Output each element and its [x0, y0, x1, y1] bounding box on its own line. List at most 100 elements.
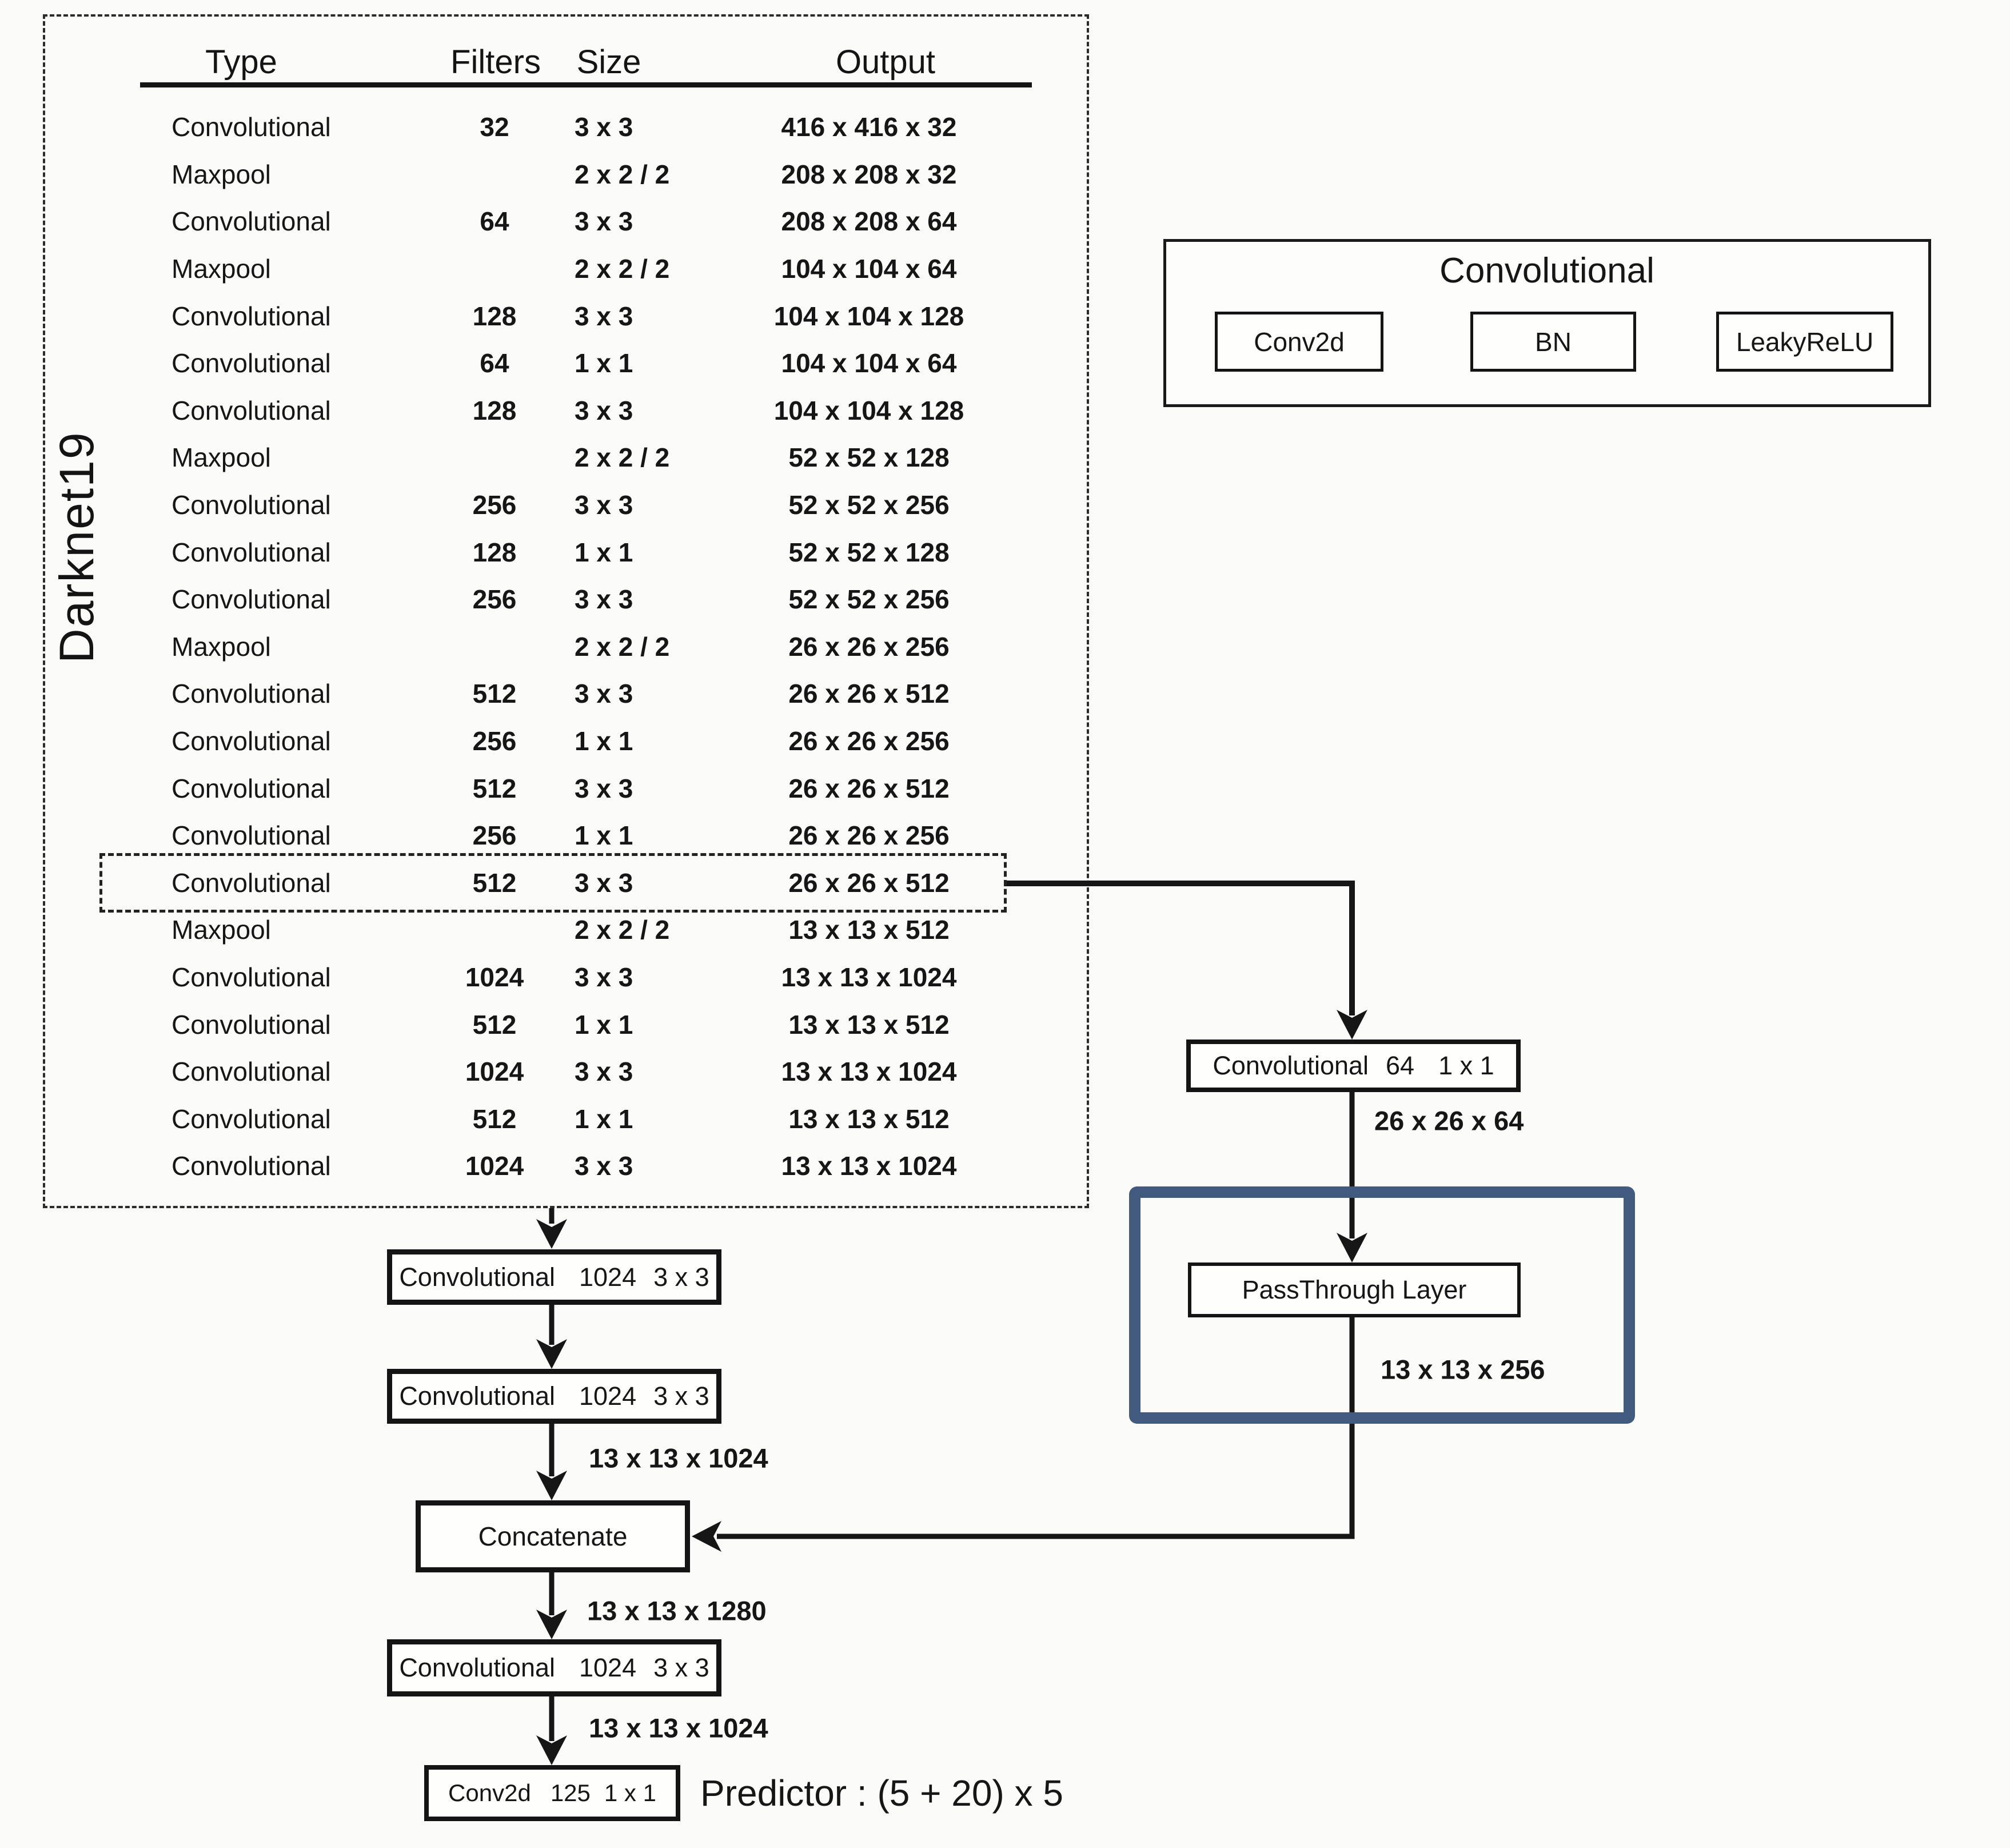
cell-size: 2 x 2 / 2 — [575, 159, 670, 189]
cell-output: 52 x 52 x 256 — [788, 490, 950, 520]
cell-filters: 512 — [472, 773, 517, 803]
cell-type: Convolutional — [172, 537, 331, 567]
table-row: Maxpool 2 x 2 / 2 13 x 13 x 512 — [106, 906, 1000, 954]
cell-output: 13 x 13 x 512 — [788, 1104, 950, 1134]
cell-type: Convolutional — [172, 348, 331, 379]
table-row: Convolutional 256 3 x 3 52 x 52 x 256 — [106, 576, 1000, 623]
table-row: Convolutional 1024 3 x 3 13 x 13 x 1024 — [106, 1142, 1000, 1190]
cell-filters: 1024 — [465, 1151, 524, 1181]
legend-conv2d-box: Conv2d — [1215, 312, 1383, 372]
cell-type: Convolutional — [172, 206, 331, 237]
cell-size: 3 x 3 — [575, 206, 633, 237]
header-output: Output — [835, 43, 936, 81]
cell-output: 104 x 104 x 64 — [781, 254, 957, 284]
darknet-table-rows: Convolutional 32 3 x 3 416 x 416 x 32 Ma… — [99, 103, 1007, 1190]
conv2d-output-filters: 125 — [550, 1779, 591, 1806]
cell-size: 3 x 3 — [575, 112, 633, 142]
cell-type: Maxpool — [172, 443, 271, 473]
conv-head-box-2: Convolutional 1024 3 x 3 — [387, 1369, 721, 1424]
cell-output: 26 x 26 x 512 — [788, 773, 950, 803]
cell-filters: 128 — [472, 537, 517, 567]
cell-type: Convolutional — [172, 1057, 331, 1087]
cell-size: 1 x 1 — [575, 1009, 633, 1040]
cell-filters: 256 — [472, 584, 517, 615]
passthrough-label: PassThrough Layer — [1242, 1275, 1467, 1304]
cell-type: Convolutional — [172, 112, 331, 142]
cell-filters: 256 — [472, 821, 517, 851]
cell-size: 3 x 3 — [575, 679, 633, 709]
cell-output: 26 x 26 x 512 — [788, 679, 950, 709]
table-row: Convolutional 512 3 x 3 26 x 26 x 512 — [106, 670, 1000, 718]
arrowhead-convB — [536, 1339, 567, 1369]
legend-leakyrelu-label: LeakyReLU — [1736, 326, 1874, 357]
conv-head-box-1: Convolutional 1024 3 x 3 — [387, 1249, 721, 1305]
wire-row17-to-conv64 — [1004, 881, 1355, 1015]
conv-head-1-filters: 1024 — [579, 1262, 637, 1292]
conv2d-output-size: 1 x 1 — [604, 1779, 656, 1806]
legend-conv2d-label: Conv2d — [1254, 326, 1345, 357]
cell-output: 13 x 13 x 1024 — [781, 1057, 957, 1087]
dim-13x13x256: 13 x 13 x 256 — [1381, 1354, 1545, 1385]
cell-output: 104 x 104 x 64 — [781, 348, 957, 379]
table-row: Convolutional 64 3 x 3 208 x 208 x 64 — [106, 198, 1000, 245]
cell-filters: 1024 — [465, 1057, 524, 1087]
conv-head-1-size: 3 x 3 — [653, 1262, 709, 1292]
cell-output: 104 x 104 x 128 — [773, 301, 964, 331]
dim-13x13x1024-b: 13 x 13 x 1024 — [589, 1712, 768, 1743]
cell-output: 13 x 13 x 1024 — [781, 1151, 957, 1181]
conv2d-output-type: Conv2d — [448, 1779, 531, 1806]
cell-output: 104 x 104 x 128 — [773, 395, 964, 425]
cell-type: Maxpool — [172, 915, 271, 945]
cell-output: 208 x 208 x 32 — [781, 159, 957, 189]
table-row: Convolutional 512 1 x 1 13 x 13 x 512 — [106, 1095, 1000, 1142]
cell-filters: 512 — [472, 1104, 517, 1134]
conv2d-output-box: Conv2d 125 1 x 1 — [424, 1765, 680, 1821]
cell-size: 2 x 2 / 2 — [575, 631, 670, 662]
legend-bn-box: BN — [1470, 312, 1636, 372]
cell-type: Maxpool — [172, 159, 271, 189]
darknet19-panel — [43, 14, 1089, 1208]
cell-type: Convolutional — [172, 1151, 331, 1181]
arrowhead-conv2d — [536, 1735, 567, 1765]
table-row: Convolutional 64 1 x 1 104 x 104 x 64 — [106, 340, 1000, 387]
header-size: Size — [576, 43, 641, 81]
cell-type: Convolutional — [172, 1009, 331, 1040]
cell-size: 1 x 1 — [575, 821, 633, 851]
conv64-box: Convolutional 64 1 x 1 — [1186, 1040, 1521, 1092]
cell-output: 416 x 416 x 32 — [781, 112, 957, 142]
cell-type: Convolutional — [172, 773, 331, 803]
cell-filters: 64 — [480, 206, 509, 237]
cell-filters: 32 — [480, 112, 509, 142]
cell-filters: 64 — [480, 348, 509, 379]
header-type: Type — [205, 43, 277, 81]
concatenate-box: Concatenate — [416, 1500, 690, 1572]
conv64-filters: 64 — [1386, 1051, 1415, 1080]
cell-output: 26 x 26 x 256 — [788, 821, 950, 851]
convolutional-legend-title: Convolutional — [1439, 251, 1654, 290]
table-row: Convolutional 1024 3 x 3 13 x 13 x 1024 — [106, 1048, 1000, 1096]
cell-size: 1 x 1 — [575, 726, 633, 756]
cell-type: Convolutional — [172, 867, 331, 898]
dim-13x13x1280: 13 x 13 x 1280 — [587, 1595, 767, 1626]
cell-type: Maxpool — [172, 631, 271, 662]
table-row: Convolutional 128 3 x 3 104 x 104 x 128 — [106, 387, 1000, 435]
cell-output: 52 x 52 x 128 — [788, 443, 950, 473]
arrowhead-convA — [536, 1219, 567, 1249]
cell-size: 3 x 3 — [575, 395, 633, 425]
table-row: Convolutional 1024 3 x 3 13 x 13 x 1024 — [106, 954, 1000, 1001]
cell-size: 3 x 3 — [575, 867, 633, 898]
cell-type: Convolutional — [172, 679, 331, 709]
cell-size: 3 x 3 — [575, 1151, 633, 1181]
passthrough-frame — [1129, 1186, 1635, 1424]
cell-size: 3 x 3 — [575, 962, 633, 992]
table-row: Convolutional 128 1 x 1 52 x 52 x 128 — [106, 528, 1000, 576]
concatenate-label: Concatenate — [478, 1522, 628, 1551]
passthrough-box: PassThrough Layer — [1188, 1262, 1521, 1317]
conv-head-3-size: 3 x 3 — [653, 1653, 709, 1682]
cell-output: 13 x 13 x 512 — [788, 915, 950, 945]
legend-leakyrelu-box: LeakyReLU — [1716, 312, 1893, 372]
cell-type: Maxpool — [172, 254, 271, 284]
legend-bn-label: BN — [1535, 326, 1572, 357]
cell-size: 2 x 2 / 2 — [575, 254, 670, 284]
